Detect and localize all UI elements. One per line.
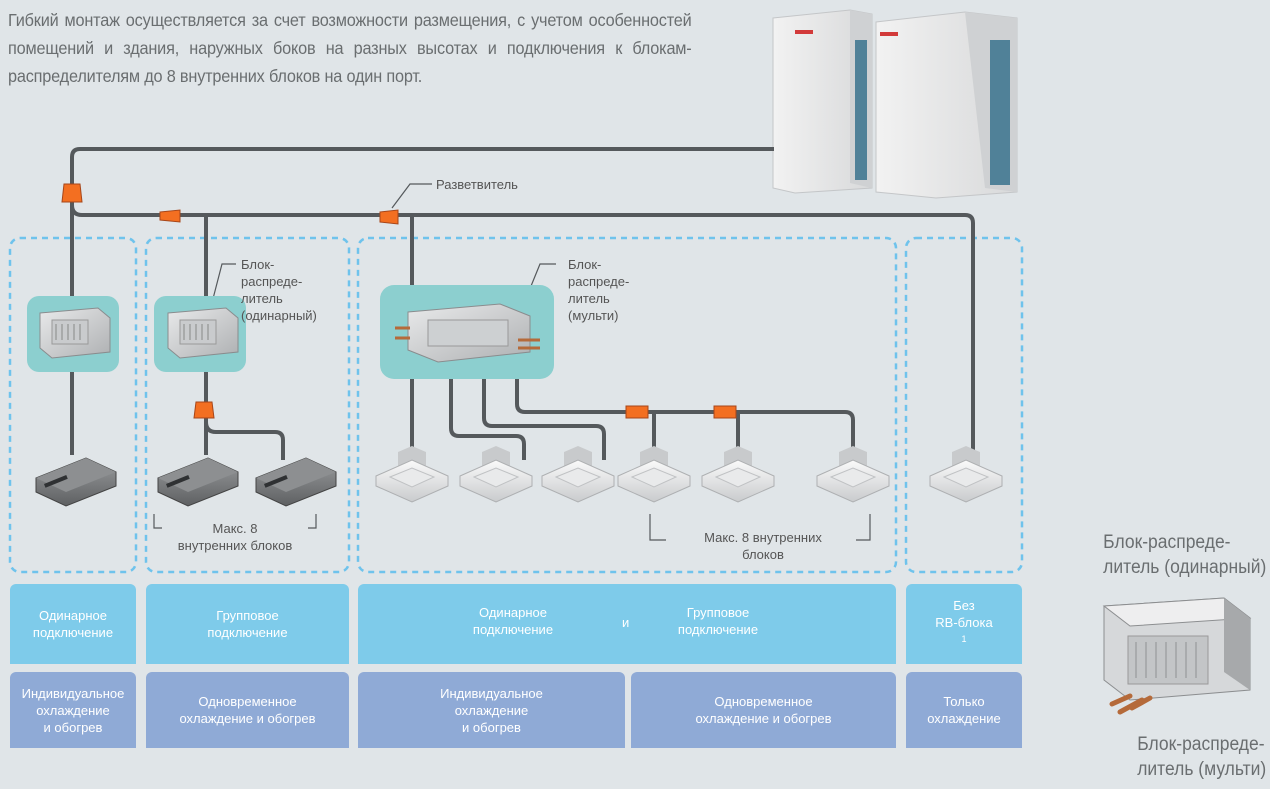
and-word: и xyxy=(622,615,630,630)
zone-single xyxy=(8,236,138,574)
rb-multi-box xyxy=(395,303,540,363)
zone-no-rb xyxy=(904,236,1024,574)
rb-multi-label: Блок- распреде- литель (мульти) xyxy=(568,257,630,323)
max8-group-label: Макс. 8 внутренних блоков xyxy=(177,521,293,553)
cassette-unit xyxy=(459,446,533,503)
duct-unit-2 xyxy=(157,457,239,507)
side-caption-single: Блок-распреде- литель (одинарный) xyxy=(1102,532,1266,578)
intro-paragraph: Гибкий монтаж осуществляется за счет воз… xyxy=(8,10,692,86)
rb-single-box-2 xyxy=(167,307,239,359)
duct-unit-3 xyxy=(255,457,337,507)
max8-multi-label: Макс. 8 внутренних блоков xyxy=(704,530,822,562)
splitters xyxy=(61,183,737,419)
cassette-unit xyxy=(929,446,1003,503)
rb-single-box-1 xyxy=(39,307,111,359)
rb-single-label: Блок- распреде- литель (одинарный) xyxy=(241,257,317,323)
cassette-unit xyxy=(816,446,890,503)
cassette-unit xyxy=(701,446,775,503)
zone-multi xyxy=(356,236,898,574)
zone-frames xyxy=(8,236,1024,574)
cassette-unit xyxy=(617,446,691,503)
splitter-label: Разветвитель xyxy=(436,177,518,192)
duct-unit-1 xyxy=(35,457,117,507)
side-caption-multi: Блок-распреде- литель (мульти) xyxy=(1136,734,1266,780)
cassette-unit xyxy=(375,446,449,503)
cassette-unit xyxy=(541,446,615,503)
zone-group xyxy=(144,236,351,574)
leader-lines xyxy=(153,183,871,541)
outdoor-units xyxy=(772,9,1018,199)
